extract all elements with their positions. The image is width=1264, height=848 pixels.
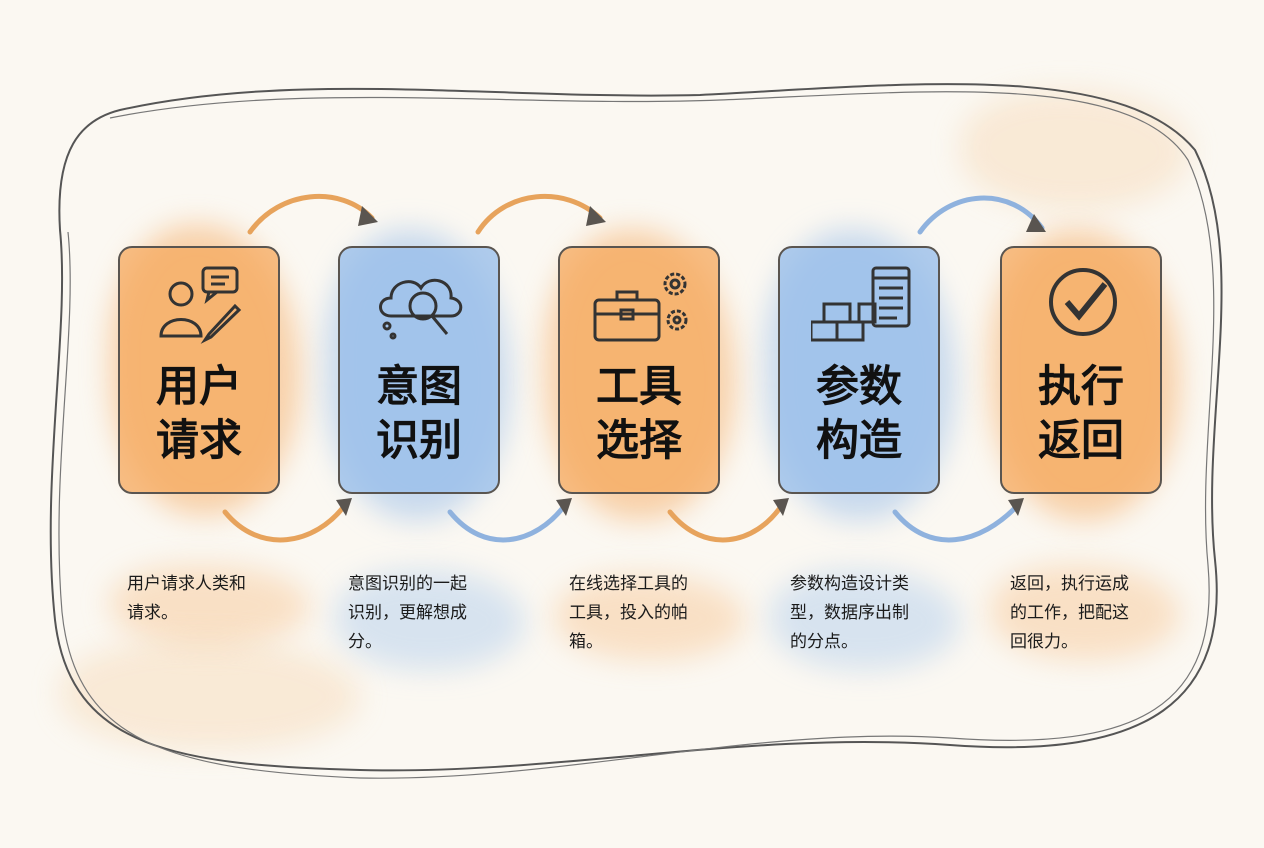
caption-line: 回很力。 [1010,632,1078,652]
wash [960,90,1190,210]
caption-line: 的分点。 [790,632,858,652]
step-caption: 在线选择工具的工具，投入的帕箱。 [569,570,739,657]
sketch-outline [49,83,1223,772]
step-caption: 意图识别的一起识别，更解想成分。 [348,570,518,657]
caption-line: 用户请求人类和 [127,574,246,594]
caption-line: 返回，执行运成 [1010,574,1129,594]
step-title-line: 意图 [376,362,462,412]
arrow-top-1 [247,193,375,235]
wash [110,565,310,645]
step-title-line: 识别 [376,416,462,466]
caption-line: 意图识别的一起 [348,574,467,594]
step-card-execute-return: 执行返回 [1000,246,1162,494]
step-title-line: 用户 [156,362,242,412]
step-title-line: 工具 [596,362,682,412]
cloud-magnifier-icon [379,278,463,340]
caption-line: 分。 [348,632,382,652]
wash [990,565,1180,660]
step-title-line: 选择 [596,416,682,466]
caption-line: 箱。 [569,632,603,652]
step-caption: 参数构造设计类型，数据序出制的分点。 [790,570,960,657]
wash [60,640,360,750]
user-chat-pencil-icon [159,266,242,344]
wash [335,570,525,670]
check-circle-icon [1049,268,1117,336]
step-title-line: 参数 [816,362,902,412]
blocks-form-icon [811,266,911,342]
caption-line: 请求。 [127,603,178,623]
step-title-line: 执行 [1038,362,1124,412]
step-title-line: 请求 [156,416,242,466]
arrow-top-3 [917,195,1045,235]
wash [555,575,745,660]
step-card-parameter-construction: 参数构造 [778,246,940,494]
caption-line: 在线选择工具的 [569,574,688,594]
arrow-bottom-4 [892,502,1021,543]
toolbox-gears-icon [593,272,688,342]
arrow-bottom-3 [667,502,785,543]
step-title-line: 构造 [816,416,902,466]
caption-line: 工具，投入的帕 [569,603,688,623]
step-card-intent-recognition: 意图识别 [338,246,500,494]
arrow-bottom-2 [447,502,568,543]
caption-line: 识别，更解想成 [348,603,467,623]
step-caption: 用户请求人类和请求。 [127,570,297,628]
step-card-user-request: 用户请求 [118,246,280,494]
step-card-tool-selection: 工具选择 [558,246,720,494]
caption-line: 参数构造设计类 [790,574,909,594]
wash [770,570,960,670]
arrow-bottom-1 [222,502,348,543]
caption-line: 型，数据序出制 [790,603,909,623]
step-title-line: 返回 [1038,416,1124,466]
arrow-top-2 [475,193,603,235]
caption-line: 的工作，把配这 [1010,603,1129,623]
step-caption: 返回，执行运成的工作，把配这回很力。 [1010,570,1180,657]
